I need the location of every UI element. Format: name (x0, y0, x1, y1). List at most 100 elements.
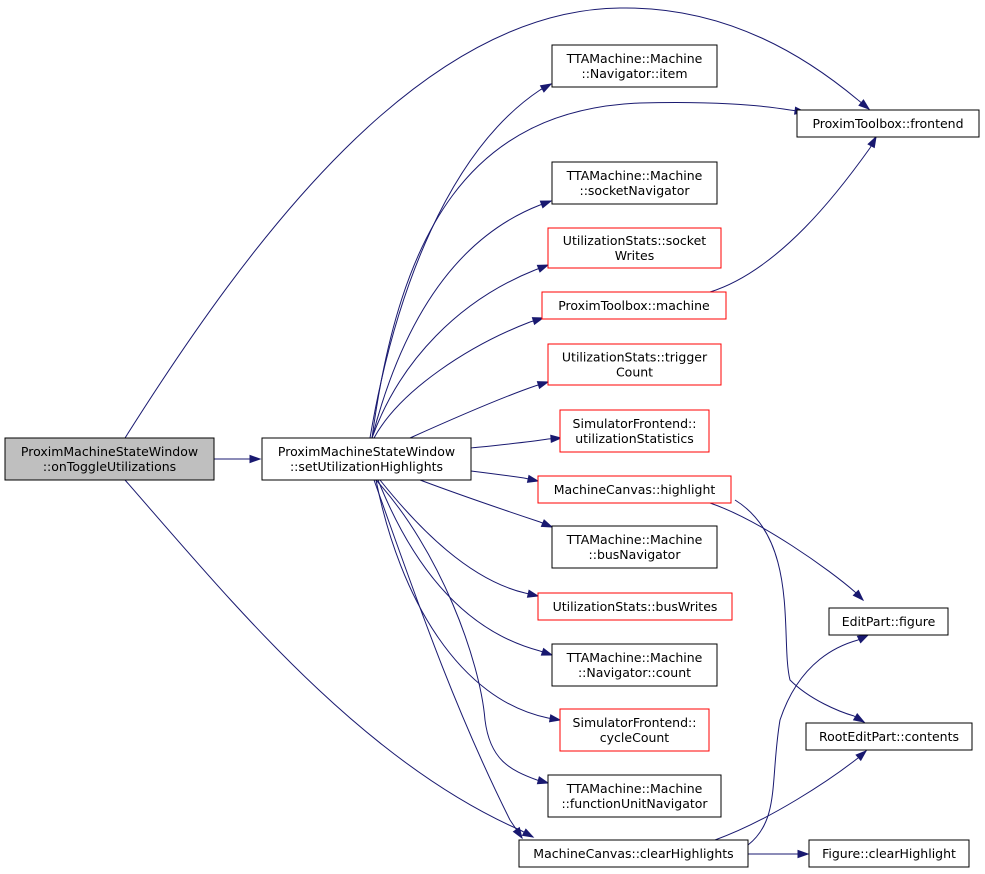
node-fuNav[interactable]: TTAMachine::Machine::functionUnitNavigat… (547, 774, 722, 818)
node-contents[interactable]: RootEditPart::contents (805, 722, 973, 751)
node-label-line: cycleCount (600, 730, 670, 745)
node-onToggle[interactable]: ProximMachineStateWindow::onToggleUtiliz… (4, 437, 215, 481)
edge-line (747, 639, 859, 846)
node-box (796, 109, 980, 138)
node-busNav[interactable]: TTAMachine::Machine::busNavigator (551, 525, 718, 569)
edge-line (371, 269, 536, 439)
edge-arrowhead (852, 712, 866, 723)
edge-arrowhead (526, 589, 540, 598)
node-clearHighlights[interactable]: MachineCanvas::clearHighlights (518, 839, 749, 868)
node-box (559, 708, 710, 752)
edge-onToggle-to-frontend (124, 7, 871, 439)
edge-setUtil-to-clearHighlights (373, 479, 523, 840)
edge-arrowhead (852, 589, 865, 602)
node-label-line: ::socketNavigator (579, 183, 690, 198)
node-navCount[interactable]: TTAMachine::Machine::Navigator::count (551, 643, 718, 687)
edge-arrowhead (512, 826, 523, 840)
node-cycleCount[interactable]: SimulatorFrontend::cycleCount (559, 708, 710, 752)
edge-line (409, 385, 536, 439)
node-box (828, 607, 949, 636)
node-label-line: ProximToolbox::frontend (812, 116, 963, 131)
edge-line (375, 479, 549, 719)
edge-onToggle-to-clearHighlights (124, 479, 535, 838)
edge-line (470, 438, 549, 449)
node-label-line: MachineCanvas::clearHighlights (533, 846, 733, 861)
edge-setUtil-to-triggerCount (409, 381, 550, 439)
node-box (547, 343, 722, 386)
node-box (547, 227, 722, 269)
node-label-line: utilizationStatistics (575, 431, 694, 446)
node-box (551, 161, 718, 205)
edge-setUtil-to-machine (373, 317, 545, 439)
node-box (518, 839, 749, 868)
edge-arrowhead (540, 519, 554, 528)
edge-setUtil-to-utilStats (470, 434, 563, 449)
node-label-line: Writes (615, 248, 655, 263)
node-label-line: TTAMachine::Machine (566, 51, 703, 66)
node-box (551, 44, 718, 88)
edge-line (373, 321, 531, 439)
edge-setUtil-to-busNav (419, 479, 554, 528)
edge-arrowhead (858, 99, 871, 110)
node-label-line: Figure::clearHighlight (822, 846, 956, 861)
edge-line (377, 479, 541, 652)
node-figure[interactable]: EditPart::figure (828, 607, 949, 636)
node-navItem[interactable]: TTAMachine::Machine::Navigator::item (551, 44, 718, 88)
node-frontend[interactable]: ProximToolbox::frontend (796, 109, 980, 138)
edge-setUtil-to-fuNav (375, 479, 550, 785)
edge-setUtil-to-highlight (470, 470, 540, 483)
edge-line (470, 470, 525, 479)
node-label-line: UtilizationStats::busWrites (553, 599, 718, 614)
node-label-line: ::setUtilizationHighlights (290, 459, 443, 474)
edge-highlight-to-figure (709, 502, 865, 602)
node-label-line: SimulatorFrontend:: (573, 416, 697, 431)
edge-line (124, 7, 859, 439)
edge-arrowhead (855, 750, 868, 762)
edge-arrowhead (548, 714, 562, 723)
edge-machine-to-frontend (709, 135, 877, 293)
node-label-line: ::onToggleUtilizations (43, 459, 176, 474)
node-box (559, 409, 710, 453)
edge-arrowhead (550, 434, 563, 443)
node-box (261, 437, 472, 481)
node-socketNav[interactable]: TTAMachine::Machine::socketNavigator (551, 161, 718, 205)
edge-line (371, 204, 541, 439)
node-label-line: UtilizationStats::trigger (562, 350, 708, 365)
node-highlight[interactable]: MachineCanvas::highlight (537, 475, 732, 504)
node-label-line: ProximToolbox::machine (558, 298, 710, 313)
edge-arrowhead (536, 776, 550, 785)
edge-arrowhead (531, 317, 545, 326)
node-busWrites[interactable]: UtilizationStats::busWrites (537, 592, 733, 621)
node-label-line: TTAMachine::Machine (566, 781, 703, 796)
node-label-line: Count (616, 365, 653, 380)
node-label-line: TTAMachine::Machine (566, 532, 703, 547)
node-box (551, 525, 718, 569)
edge-line (734, 499, 855, 717)
edge-arrowhead (536, 264, 550, 273)
call-nodes: ProximMachineStateWindow::onToggleUtiliz… (4, 44, 980, 868)
node-label-line: EditPart::figure (842, 614, 936, 629)
node-label-line: TTAMachine::Machine (566, 168, 703, 183)
node-box (808, 839, 970, 868)
edge-onToggle-to-setUtil (214, 454, 262, 464)
node-box (537, 592, 733, 621)
edge-setUtil-to-busWrites (379, 479, 540, 598)
node-label-line: RootEditPart::contents (819, 729, 959, 744)
edge-arrowhead (521, 828, 535, 838)
node-label-line: ProximMachineStateWindow (21, 444, 198, 459)
edge-arrowhead (526, 474, 540, 483)
edge-line (419, 479, 541, 523)
edge-arrowhead (856, 634, 870, 644)
edge-line (709, 147, 871, 293)
edge-line (124, 479, 521, 831)
edge-line (375, 479, 538, 781)
node-machine[interactable]: ProximToolbox::machine (541, 291, 727, 320)
node-label-line: ::Navigator::count (578, 665, 691, 680)
node-setUtil[interactable]: ProximMachineStateWindow::setUtilization… (261, 437, 472, 481)
node-utilStats[interactable]: SimulatorFrontend::utilizationStatistics (559, 409, 710, 453)
node-box (537, 475, 732, 504)
node-clearHighlight[interactable]: Figure::clearHighlight (808, 839, 970, 868)
